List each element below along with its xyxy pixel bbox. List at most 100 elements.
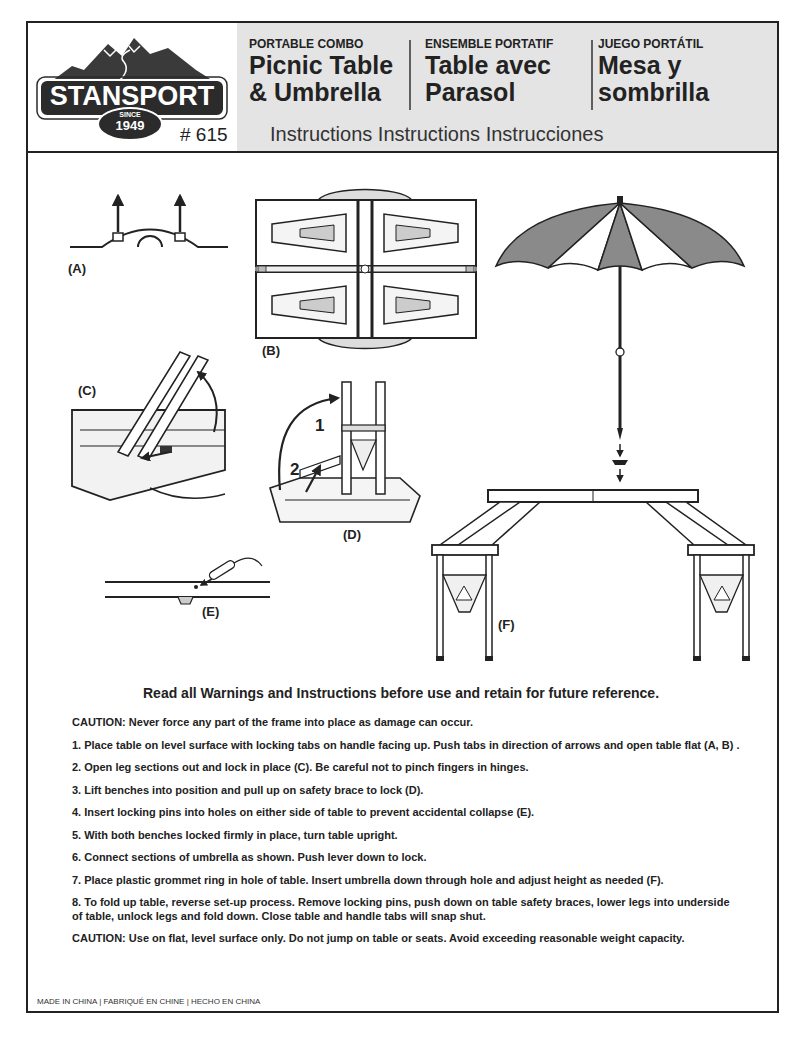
- callout-number: 2: [290, 460, 299, 480]
- leg-post: [376, 382, 385, 494]
- caution-note: CAUTION: Use on flat, level surface only…: [72, 932, 742, 946]
- support-arm: [492, 502, 540, 545]
- figure-label: (A): [68, 262, 86, 277]
- brand-name: STANSPORT: [40, 83, 224, 110]
- section-heading: Instructions Instructions Instrucciones: [270, 123, 603, 146]
- brand-since: SINCE: [100, 111, 160, 118]
- leg-brace: [300, 297, 334, 313]
- safety-brace: [351, 440, 376, 470]
- handle-edge: [150, 488, 225, 498]
- pole-tip: [617, 428, 623, 440]
- table-half: [256, 272, 476, 338]
- figure-label: (B): [262, 344, 280, 359]
- pin-hole: [194, 585, 198, 589]
- callout-number: 1: [315, 416, 324, 436]
- step-text: 6. Connect sections of umbrella as shown…: [72, 851, 742, 865]
- leg-brace: [396, 297, 430, 313]
- leg-post: [342, 382, 351, 494]
- leg-post: [694, 555, 700, 658]
- logo-snow: [104, 50, 116, 56]
- logo-outline: [37, 77, 227, 119]
- table-edge: [105, 581, 270, 583]
- leg-post: [743, 555, 749, 658]
- pin-hole-housing: [178, 597, 193, 604]
- step-arrow: [279, 398, 338, 490]
- page-frame: [27, 22, 778, 1012]
- umbrella-pole: [619, 266, 622, 428]
- leg-bar: [138, 356, 208, 460]
- center-rail: [371, 200, 374, 338]
- folded-leg: [384, 214, 458, 252]
- subtitle: PORTABLE COMBO: [249, 38, 363, 52]
- header-band: [237, 23, 777, 152]
- step-text: 3. Lift benches into position and pull u…: [72, 784, 742, 798]
- umbrella-panel: [620, 203, 744, 268]
- brace-cutout: [714, 586, 730, 600]
- support-arm: [666, 502, 746, 545]
- insert-arrow: [201, 579, 212, 585]
- caution-note: CAUTION: Never force any part of the fra…: [72, 716, 742, 730]
- locking-pin: [208, 559, 236, 581]
- leg-brace: [396, 225, 430, 241]
- hinge: [466, 266, 474, 272]
- column-divider: [591, 40, 593, 110]
- safety-brace: [700, 575, 743, 612]
- warning-heading: Read all Warnings and Instructions befor…: [60, 685, 742, 701]
- column-divider: [409, 40, 411, 110]
- folded-leg: [272, 286, 346, 324]
- step-arrow: [306, 466, 320, 492]
- leg-post: [486, 555, 492, 658]
- title-text: Picnic Table & Umbrella: [249, 52, 409, 106]
- table-handle: [318, 338, 412, 349]
- table-half: [256, 200, 476, 266]
- hinge: [258, 266, 266, 272]
- leg-brace: [300, 225, 334, 241]
- title-text: Mesa y sombrilla: [598, 52, 773, 106]
- slide-arrow: [142, 452, 170, 458]
- table-handle: [318, 190, 412, 201]
- header-rule: [27, 151, 778, 153]
- leg-foot: [693, 656, 701, 661]
- pin-cord: [234, 558, 262, 566]
- leg-crossbar: [342, 425, 385, 431]
- leg-post: [437, 555, 443, 658]
- brand-year: 1949: [100, 119, 160, 132]
- grommet-ring: [612, 460, 628, 465]
- leg-foot: [742, 656, 750, 661]
- step-text: 1. Place table on level surface with loc…: [72, 739, 742, 753]
- push-arrow: [179, 196, 182, 232]
- figure-label: (F): [498, 618, 515, 633]
- leg-foot: [436, 656, 444, 661]
- support-arm: [440, 502, 520, 545]
- step-text: 5. With both benches locked firmly in pl…: [72, 829, 742, 843]
- insert-arrow: [619, 444, 621, 456]
- step-text: 7. Place plastic grommet ring in hole of…: [72, 874, 742, 888]
- locking-tab: [175, 233, 185, 241]
- brace-cutout: [456, 586, 472, 600]
- logo-river: [120, 50, 130, 80]
- figure-label: (C): [78, 384, 96, 399]
- figure-label: (D): [343, 528, 361, 543]
- insert-arrow: [619, 469, 621, 481]
- table-top: [488, 490, 698, 502]
- step-text: 4. Insert locking pins into holes on eit…: [72, 806, 742, 820]
- umbrella-lever: [616, 348, 624, 356]
- leg-foot: [485, 656, 493, 661]
- handle-dome: [70, 230, 228, 248]
- hinge-strip: [256, 266, 476, 272]
- footer-text: MADE IN CHINA | FABRIQUÉ EN CHINE | HECH…: [37, 997, 260, 1006]
- table-rail: [285, 500, 410, 501]
- logo-snow: [129, 46, 140, 52]
- bench-seat: [688, 545, 754, 555]
- push-arrow: [117, 196, 120, 232]
- model-number: # 615: [180, 124, 228, 146]
- logo-oval: [98, 108, 162, 140]
- subtitle: ENSEMBLE PORTATIF: [425, 38, 553, 52]
- unfold-arrow: [198, 372, 217, 432]
- safety-brace: [443, 575, 486, 612]
- folded-leg: [272, 214, 346, 252]
- umbrella-hole: [361, 265, 369, 273]
- step-text: 8. To fold up table, reverse set-up proc…: [72, 896, 742, 923]
